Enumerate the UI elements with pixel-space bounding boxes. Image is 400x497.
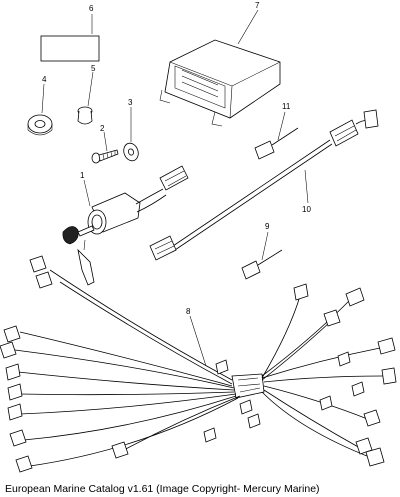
callout-5: 5 — [91, 64, 96, 73]
callout-2: 2 — [100, 124, 105, 133]
callout-10: 10 — [302, 205, 311, 214]
part-8-wiring-harness: 8 — [0, 255, 397, 473]
part-3-washer: 3 — [123, 98, 139, 162]
callout-9: 9 — [265, 222, 270, 231]
part-9-connector: 9 — [241, 222, 283, 280]
callout-11: 11 — [282, 102, 291, 111]
part-10-harness-cable: 10 — [149, 109, 379, 261]
part-7-ecm-module: 7 — [159, 1, 281, 127]
callout-1: 1 — [80, 171, 85, 180]
image-copyright-footer: European Marine Catalog v1.61 (Image Cop… — [5, 483, 320, 495]
callout-4: 4 — [42, 75, 47, 84]
part-2-screw: 2 — [91, 124, 119, 164]
callout-3: 3 — [128, 98, 133, 107]
part-1-key-switch: 1 — [62, 165, 189, 286]
callout-7: 7 — [255, 1, 260, 10]
callout-6: 6 — [89, 4, 94, 13]
part-5-plug: 5 — [77, 64, 96, 125]
callout-8: 8 — [186, 307, 191, 316]
part-4-grommet: 4 — [27, 75, 53, 136]
part-11-connector: 11 — [254, 102, 299, 160]
part-6-label-decal: 6 — [40, 4, 100, 62]
